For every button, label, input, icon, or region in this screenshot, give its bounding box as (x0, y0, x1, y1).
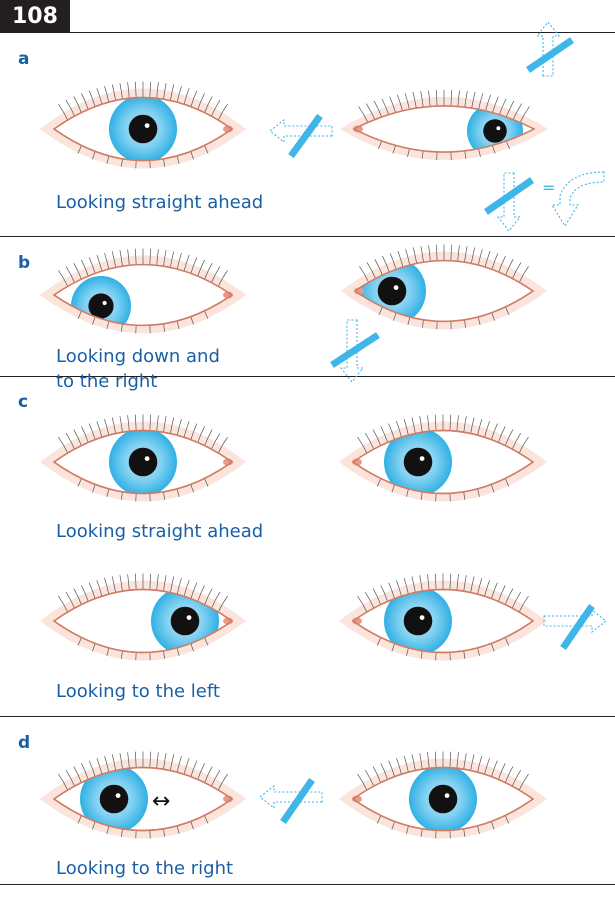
pupil-highlight (187, 615, 192, 620)
equals-sign: = (542, 178, 555, 197)
eye-a-right (340, 90, 548, 160)
slash-d-left (283, 780, 312, 822)
pupil (129, 448, 158, 477)
pupil-highlight (116, 793, 121, 798)
pupil-highlight (145, 123, 150, 128)
double-arrow-icon: ↔ (152, 789, 170, 814)
slash-c-right (563, 606, 592, 648)
pupil (378, 277, 407, 306)
eye-c2-right (339, 574, 547, 661)
pupil (429, 785, 458, 814)
eye-c1-right (339, 415, 547, 502)
eye-a-left (40, 82, 246, 169)
eye-b-left (40, 249, 246, 336)
pupil-highlight (103, 301, 107, 305)
pupil (129, 115, 158, 144)
pupil-highlight (145, 456, 150, 461)
pupil-highlight (420, 615, 425, 620)
pupil-highlight (420, 456, 425, 461)
eye-c1-left (40, 415, 246, 502)
pupil (171, 607, 200, 636)
slash-a-up (528, 40, 572, 70)
pupil (404, 448, 433, 477)
slash-b-down (332, 335, 378, 365)
pupil (404, 607, 433, 636)
pupil (100, 785, 129, 814)
arrow-a-curved (552, 172, 604, 226)
pupil (483, 119, 507, 143)
pupil-highlight (496, 126, 500, 130)
eye-c2-left (40, 574, 246, 661)
pupil-highlight (445, 793, 450, 798)
eye-b-right (341, 245, 547, 330)
eye-d-right (339, 752, 547, 839)
slash-a-down (486, 180, 532, 212)
eye-d-left (40, 752, 246, 839)
pupil-highlight (394, 285, 399, 290)
